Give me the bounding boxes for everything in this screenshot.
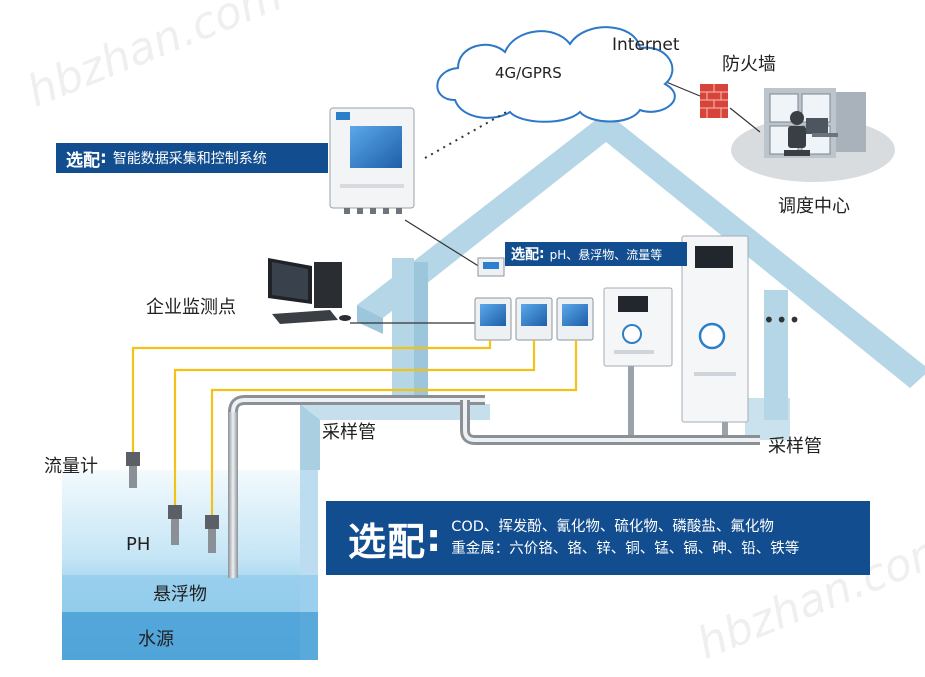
analyzers-option-line2: 重金属：六价铬、铬、锌、铜、锰、镉、砷、铅、铁等	[451, 541, 800, 557]
flow-meter-label: 流量计	[44, 456, 98, 477]
sensors-option-badge: 选配 : pH、悬浮物、流量等	[505, 242, 687, 266]
water-source-label: 水源	[138, 629, 174, 650]
analyzers-option-line1: COD、挥发酚、氰化物、硫化物、磷酸盐、氟化物	[451, 519, 774, 535]
gprs-label: 4G/GPRS	[495, 64, 562, 82]
controller-link	[404, 219, 489, 273]
sensors-option-key: 选配	[511, 247, 539, 263]
small-analyzer-cabinet	[603, 287, 673, 442]
more-devices-ellipsis: •••	[763, 308, 802, 332]
sensors-option-text: pH、悬浮物、流量等	[549, 247, 663, 262]
enterprise-computer	[268, 258, 351, 324]
system-option-text: 智能数据采集和控制系统	[112, 151, 267, 167]
system-option-key: 选配	[66, 150, 100, 171]
suspended-solids-label: 悬浮物	[153, 584, 207, 605]
dispatch-center-graphic	[731, 88, 895, 182]
system-option-colon: :	[100, 148, 107, 168]
ph-label: PH	[126, 534, 151, 555]
internet-label: Internet	[612, 35, 680, 55]
sampling-pipe-label-2: 采样管	[768, 436, 822, 457]
data-controller-device	[329, 107, 415, 214]
dispatch-center-label: 调度中心	[778, 196, 850, 217]
firewall-label: 防火墙	[722, 54, 776, 75]
small-collector-device	[477, 257, 505, 277]
analyzers-option-list: COD、挥发酚、氰化物、硫化物、磷酸盐、氟化物 重金属：六价铬、铬、锌、铜、锰、…	[451, 516, 799, 560]
analyzers-option-badge: 选配 : COD、挥发酚、氰化物、硫化物、磷酸盐、氟化物 重金属：六价铬、铬、锌…	[326, 501, 870, 575]
system-option-badge: 选配 : 智能数据采集和控制系统	[56, 143, 328, 173]
firewall-graphic	[641, 71, 761, 133]
enterprise-site-label: 企业监测点	[146, 297, 236, 318]
large-analyzer-cabinet	[681, 235, 749, 442]
water-tank	[62, 470, 318, 660]
house-outline	[300, 112, 925, 470]
sensor-panels	[474, 297, 594, 341]
analyzers-option-colon: :	[426, 516, 442, 560]
sampling-pipe-label-1: 采样管	[322, 422, 376, 443]
sensors-option-colon: :	[539, 246, 545, 262]
analyzers-option-key: 选配	[348, 519, 427, 564]
cloud-graphic	[436, 26, 676, 123]
sampling-pipes	[228, 395, 760, 578]
signal-wires	[131, 340, 578, 515]
probes	[126, 452, 219, 553]
